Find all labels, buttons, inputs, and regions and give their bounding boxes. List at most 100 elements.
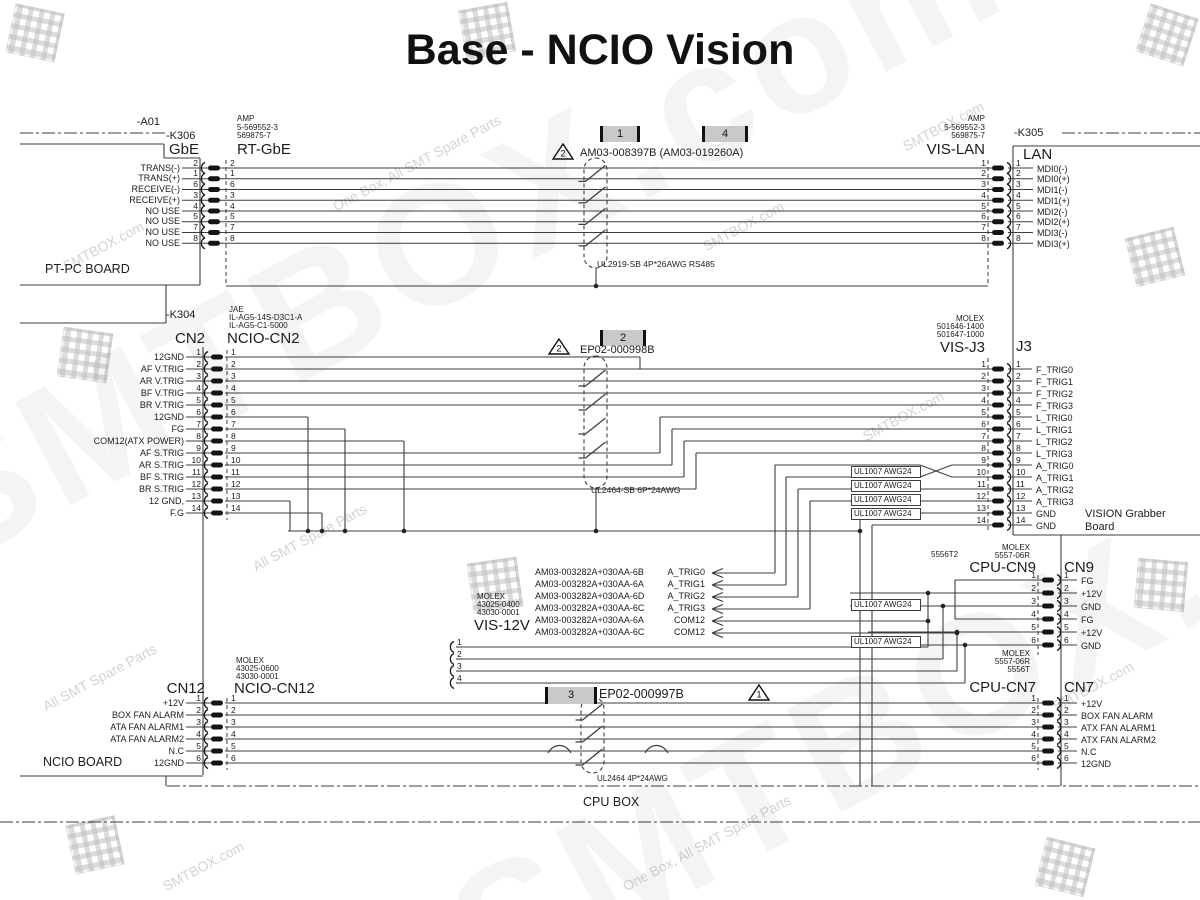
part-number: IL-AG5-14S-D3C1-A [229, 313, 303, 322]
pin-number: 5 [230, 211, 235, 222]
part-number: 43025-0400 [477, 600, 520, 609]
pin-number: 12 [976, 490, 986, 501]
pin-number: 2 [1064, 582, 1069, 593]
pin-number: 5 [1016, 200, 1021, 211]
arrowhead-icon [711, 615, 724, 622]
am03-part: AM03-003282A+030AA-6C [535, 627, 645, 637]
pin-number: 5 [196, 740, 201, 751]
wire-spec-ul1007: UL1007 AWG24 [851, 599, 921, 611]
connector-title-cn9: CN9 [1064, 559, 1095, 576]
pin-label: AF S.TRIG [139, 447, 184, 458]
connector-title-cn2: CN2 [174, 330, 205, 347]
pin-number: 10 [1016, 466, 1026, 477]
pin-label: COM12(ATX POWER) [93, 435, 184, 446]
part-number: 5-569552-3 [944, 123, 985, 132]
connector-title-cpucn9: CPU-CN9 [969, 559, 1036, 576]
pin-number: 8 [196, 430, 201, 441]
pin-number: 2 [1031, 582, 1036, 593]
junction-dot [305, 528, 311, 534]
pin-label: NO USE [145, 216, 180, 227]
pin-contact-icon [1042, 724, 1054, 730]
housing-5556t2: 5556T2 [931, 550, 959, 559]
pin-number: 2 [1016, 168, 1021, 179]
connector-title-j3: J3 [1016, 338, 1032, 355]
pin-number: 2 [1064, 704, 1069, 715]
pin-number: 5 [1031, 740, 1036, 751]
arrowhead-icon [711, 603, 724, 610]
pin-number: 1 [230, 168, 235, 179]
pin-label: TRANS(+) [138, 173, 180, 184]
connector-title-nciocn12: NCIO-CN12 [234, 680, 315, 697]
pin-contact-icon [992, 474, 1004, 480]
pin-number: 4 [1064, 608, 1069, 619]
board-title-ptpc: PT-PC BOARD [45, 262, 130, 276]
pin-number: 3 [981, 382, 986, 393]
pin-contact-icon [208, 187, 220, 192]
pin-label: F.G [169, 507, 184, 518]
pin-number: 5 [193, 211, 198, 222]
pin-label: GND [1036, 508, 1056, 519]
pin-contact-icon [211, 712, 223, 718]
pin-contact-icon [208, 230, 220, 235]
pin-contact-icon [992, 402, 1004, 408]
wire-spec-bottom: UL2464 4P*24AWG [597, 774, 668, 783]
pin-number: 4 [1031, 608, 1036, 619]
pin-number: 4 [1016, 189, 1021, 200]
wire-spec-top: UL2919-SB 4P*26AWG RS485 [597, 259, 715, 269]
pin-number: 9 [196, 442, 201, 453]
pin-contact-icon [211, 486, 223, 492]
pin-label: MDI2(-) [1037, 206, 1068, 217]
pin-number: 6 [196, 406, 201, 417]
pin-contact-icon [208, 208, 220, 214]
part-maker-molex-cn9: MOLEX [1001, 543, 1030, 552]
pin-label: GND [1081, 640, 1101, 651]
pin-contact-icon [992, 366, 1004, 372]
wire-spec-ul1007: UL1007 AWG24 [851, 636, 921, 648]
pin-socket-icon [203, 708, 209, 722]
pin-number: 2 [981, 168, 986, 179]
page-title: Base - NCIO Vision [405, 26, 795, 74]
pin-contact-icon [211, 474, 223, 480]
am03-part: AM03-003282A+030AA-6A [535, 579, 644, 589]
pin-contact-icon [992, 176, 1004, 182]
pin-socket-icon [203, 756, 209, 770]
arrowhead-icon [711, 627, 724, 634]
pin-label: BOX FAN ALARM [1081, 710, 1154, 721]
pin-contact-icon [211, 748, 223, 754]
pin-number: 11 [1016, 478, 1025, 489]
pin-number: 2 [193, 157, 198, 168]
pin-label: BF V.TRIG [140, 387, 184, 398]
pin-socket-icon [203, 350, 209, 364]
pin-contact-icon [211, 724, 223, 730]
pin-socket-icon [203, 374, 209, 388]
pin-socket-icon [449, 652, 455, 666]
part-number: 569875-7 [237, 131, 271, 140]
part-maker-jae: JAE [229, 305, 244, 314]
pin-number: 4 [196, 728, 201, 739]
part-number: 501647-1000 [936, 330, 984, 339]
pin-socket-icon [203, 446, 209, 460]
wire-spec-ul1007: UL1007 AWG24 [851, 466, 921, 478]
pin-socket-icon [449, 640, 455, 654]
pin-label: 12GND [153, 757, 184, 768]
arrowhead-icon [711, 591, 724, 598]
pin-label: ATX FAN ALARM2 [1081, 734, 1156, 745]
connector-title-cn7: CN7 [1064, 679, 1095, 696]
pin-number: 1 [1031, 569, 1036, 580]
twisted-pair-mark [578, 229, 606, 247]
pin-contact-icon [1042, 616, 1054, 622]
pin-number: 2 [231, 704, 236, 715]
pin-number: 3 [196, 716, 201, 727]
pin-contact-icon [992, 230, 1004, 235]
part-maker-vislan: AMP [967, 114, 985, 123]
pin-number: 2 [1016, 370, 1021, 381]
pin-socket-icon [449, 676, 455, 690]
pin-contact-icon [211, 438, 223, 444]
pin-number: 12 [231, 478, 241, 489]
pin-number: 14 [231, 502, 241, 513]
arrowhead-icon [711, 596, 724, 603]
junction-dot [593, 528, 599, 534]
pin-socket-icon [203, 506, 209, 520]
pin-contact-icon [1042, 577, 1054, 583]
